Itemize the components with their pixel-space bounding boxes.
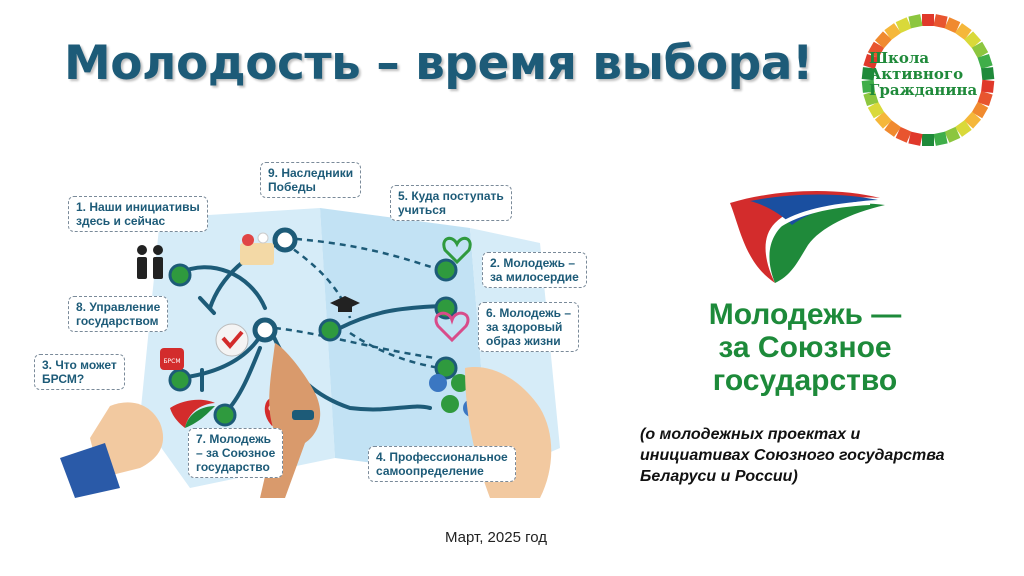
subtitle-line2: инициативах Союзного государства <box>640 447 945 464</box>
map-label-healthy-lifestyle-line1: 6. Молодежь – <box>486 306 572 320</box>
map-label-charity-line2: за милосердие <box>490 270 579 284</box>
map-label-career-line2: самоопределение <box>376 464 484 478</box>
logo-ring-square <box>971 101 989 119</box>
map-label-victory-heirs-line2: Победы <box>268 180 316 194</box>
map-label-brsm[interactable]: 3. Что может БРСМ? <box>34 354 125 390</box>
map-label-victory-heirs-line1: 9. Наследники <box>268 166 354 180</box>
map-label-healthy-lifestyle-line3: образ жизни <box>486 334 561 348</box>
logo-ring-square <box>944 17 961 34</box>
logo-ring-square <box>863 90 879 107</box>
map-label-state-governance-line1: 8. Управление <box>76 300 161 314</box>
union-state-logo <box>730 191 885 283</box>
school-logo-line3: Гражданина <box>869 81 978 99</box>
left-sleeve <box>60 443 120 498</box>
logo-ring-square <box>908 131 923 146</box>
map-label-union-state-line2: – за Союзное <box>196 446 276 460</box>
map-label-victory-heirs[interactable]: 9. Наследники Победы <box>260 162 362 198</box>
map-label-where-to-study-line1: 5. Куда поступать <box>398 189 504 203</box>
wristwatch <box>292 410 314 420</box>
logo-ring-square <box>954 120 972 137</box>
logo-ring-square <box>977 90 993 107</box>
subtitle-line3: Беларуси и России) <box>640 468 798 485</box>
union-mini-logo-icon <box>170 399 215 428</box>
health-heart-icon <box>434 311 470 343</box>
map-label-union-state[interactable]: 7. Молодежь – за Союзное государство <box>188 428 284 478</box>
logo-ring-square <box>861 79 875 93</box>
logo-ring-square <box>977 53 993 70</box>
school-logo <box>861 14 995 146</box>
school-logo-line2: Активного <box>869 65 964 83</box>
union-title-line1: Молодежь — <box>708 298 902 331</box>
logo-ring-square <box>908 14 923 29</box>
map-label-union-state-line1: 7. Молодежь <box>196 432 272 446</box>
people-icon <box>137 245 163 279</box>
logo-ring-square <box>895 17 912 34</box>
map-label-brsm-line2: БРСМ? <box>42 372 85 386</box>
victory-flowers-icon <box>240 232 274 265</box>
logo-ring-square <box>895 126 912 143</box>
map-label-initiatives-line2: здесь и сейчас <box>76 214 166 228</box>
map-label-where-to-study-line2: учиться <box>398 203 446 217</box>
map-label-brsm-line1: 3. Что может <box>42 358 117 372</box>
logo-ring-square <box>867 41 885 59</box>
logo-ring-square <box>944 126 961 143</box>
map-label-initiatives[interactable]: 1. Наши инициативы здесь и сейчас <box>68 196 208 232</box>
logo-ring-square <box>863 53 879 70</box>
map-label-state-governance[interactable]: 8. Управление государством <box>68 296 169 332</box>
map-panel-mid <box>320 208 490 478</box>
union-title-line2: за Союзное <box>718 331 892 364</box>
logo-ring-square <box>867 101 885 119</box>
logo-ring-square <box>964 111 982 129</box>
union-title-line3: государство <box>712 364 898 397</box>
map-nodes <box>168 227 458 427</box>
logo-ring-square <box>981 67 995 81</box>
state-emblem-icon <box>215 323 249 357</box>
map-label-healthy-lifestyle-line2: за здоровый <box>486 320 563 334</box>
map-label-initiatives-line1: 1. Наши инициативы <box>76 200 200 214</box>
logo-ring-square <box>884 120 902 137</box>
map-label-career-line1: 4. Профессиональное <box>376 450 508 464</box>
slide-date: Март, 2025 год <box>445 529 548 546</box>
logo-ring-square <box>922 14 934 26</box>
logo-ring-square <box>954 23 972 40</box>
logo-ring-square <box>884 23 902 40</box>
slide-subtitle: (о молодежных проектах и инициативах Сою… <box>640 424 945 487</box>
logo-ring-square <box>964 31 982 49</box>
union-title: Молодежь — за Союзное государство <box>660 298 950 397</box>
logo-ring-square <box>922 134 934 146</box>
map-label-career[interactable]: 4. Профессиональное самоопределение <box>368 446 516 482</box>
map-label-charity[interactable]: 2. Молодежь – за милосердие <box>482 252 587 288</box>
map-label-where-to-study[interactable]: 5. Куда поступать учиться <box>390 185 512 221</box>
brsm-badge-icon: БРСМ <box>160 348 184 370</box>
map-label-union-state-line3: государство <box>196 460 270 474</box>
logo-ring-square <box>874 111 892 129</box>
map-label-charity-line1: 2. Молодежь – <box>490 256 576 270</box>
school-logo-line1: Школа <box>869 49 930 67</box>
heart-hands-icon <box>442 236 472 265</box>
logo-ring-square <box>971 41 989 59</box>
map-label-healthy-lifestyle[interactable]: 6. Молодежь – за здоровый образ жизни <box>478 302 580 352</box>
logo-ring-square <box>861 67 875 81</box>
logo-ring-square <box>933 131 948 146</box>
slide-title: Молодость – время выбора! <box>64 36 813 91</box>
subtitle-line1: (о молодежных проектах и <box>640 426 861 443</box>
graduation-cap-icon <box>330 296 360 312</box>
logo-ring-square <box>874 31 892 49</box>
school-logo-text: Школа Активного Гражданина <box>869 50 977 98</box>
logo-ring-square <box>933 14 948 29</box>
brsm-badge-text: БРСМ <box>163 358 180 365</box>
map-label-state-governance-line2: государством <box>76 314 159 328</box>
logo-ring-square <box>981 79 995 93</box>
